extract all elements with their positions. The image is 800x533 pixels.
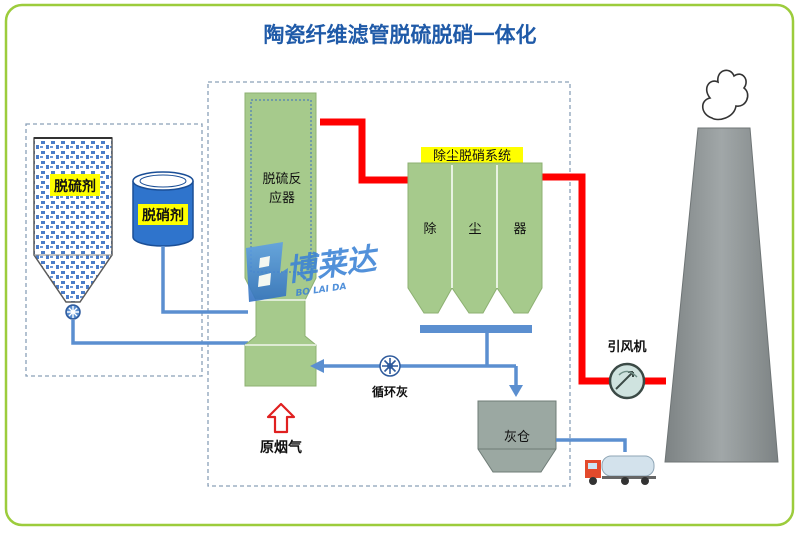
denitrifier-label: 脱硝剂	[142, 207, 184, 224]
system-label: 除尘脱硝系统	[433, 149, 511, 164]
chimney	[664, 127, 779, 463]
ash-conveyor	[310, 325, 532, 397]
reagent-area-boundary	[25, 123, 203, 377]
reactor-label-line1: 脱硫反	[262, 172, 301, 187]
chamber-label-2: 尘	[468, 222, 481, 237]
desulfurization-reactor: 脱硫反 应器	[244, 92, 317, 387]
rotary-valve-icon	[65, 304, 81, 320]
ash-bin: 灰仓	[477, 400, 557, 473]
reactor-label-line2: 应器	[269, 190, 295, 206]
desulfurizer-silo: 脱硫剂	[33, 137, 113, 303]
up-arrow-icon	[266, 402, 296, 434]
chamber-label-3: 器	[513, 222, 526, 237]
dust-collector: 除尘脱硝系统 除 尘 器	[407, 147, 543, 314]
reagent-pipes	[71, 246, 248, 345]
fan-label: 引风机	[607, 339, 646, 355]
system-label-bg	[421, 147, 523, 163]
reactor-inner-filter	[250, 99, 312, 273]
recycle-arrow-head	[310, 359, 324, 373]
recycle-ash-label: 循环灰	[372, 384, 408, 399]
ash-arrow-head	[509, 385, 523, 397]
raw-gas-label: 原烟气	[260, 439, 302, 456]
smoke-icon	[701, 69, 749, 121]
flue-duct	[320, 118, 666, 385]
chamber-label-1: 除	[423, 222, 436, 237]
fan-icon	[608, 362, 646, 400]
desulfurizer-label-bg	[50, 174, 100, 196]
diagram-title: 陶瓷纤维滤管脱硫脱硝一体化	[264, 23, 537, 47]
denitrifier-label-bg	[138, 204, 188, 225]
truck-icon	[585, 455, 656, 485]
outer-frame	[4, 3, 795, 527]
denitrifier-tank: 脱硝剂	[132, 171, 194, 247]
desulfurizer-label: 脱硫剂	[54, 178, 96, 195]
ash-discharge-pipe	[556, 438, 627, 452]
ash-bin-label: 灰仓	[504, 430, 530, 445]
recycle-valve-icon	[379, 355, 401, 377]
reactor-area-boundary	[207, 81, 571, 487]
